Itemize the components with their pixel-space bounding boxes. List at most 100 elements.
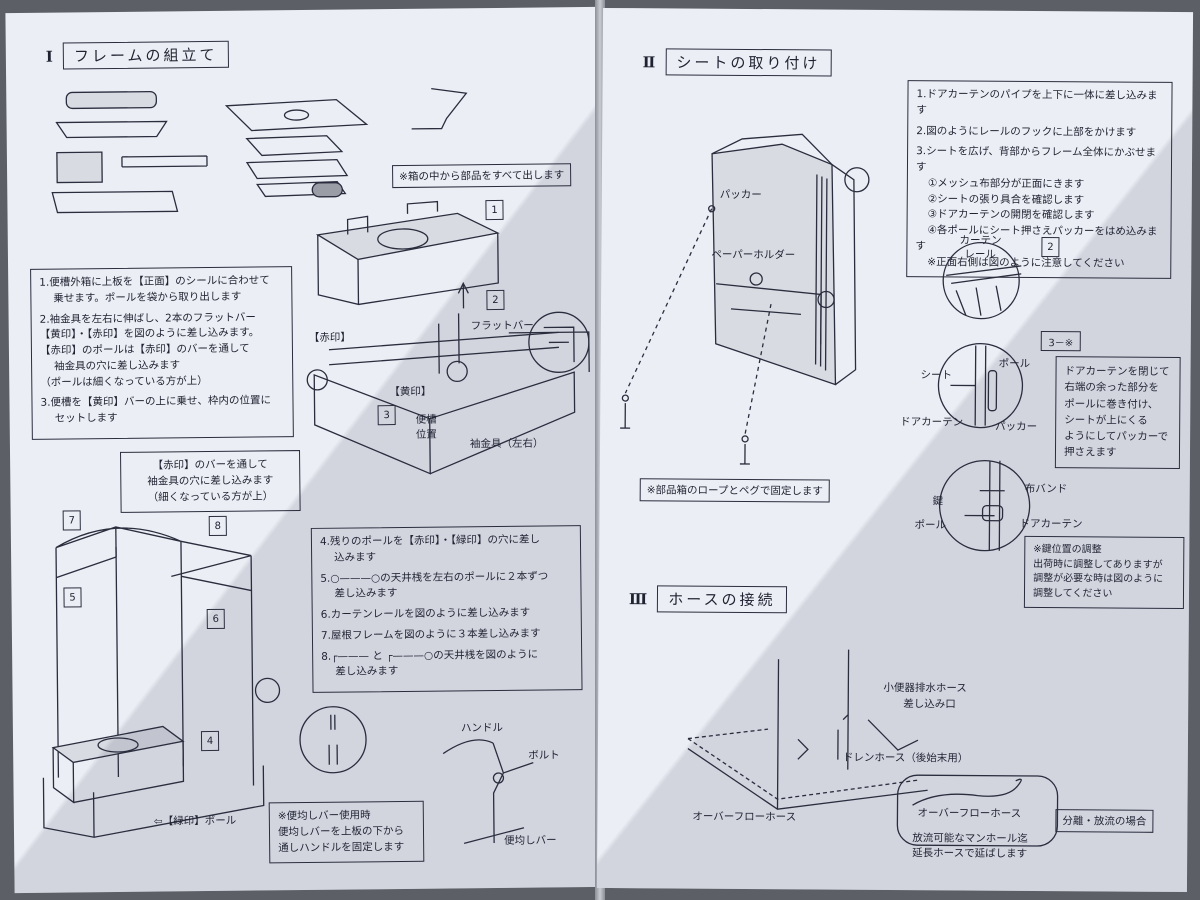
overflow-hose-label: オーバーフローホース	[692, 810, 797, 824]
sheet-line6: ③ドアカーテンの開閉を確認します	[927, 208, 1095, 222]
step5-line2: 差し込みます	[334, 587, 398, 600]
packer-detail	[937, 342, 1024, 429]
curtain-rail-label-2: レール	[964, 248, 996, 261]
step1-line1: 1.便槽外箱に上板を【正面】のシールに合わせて	[39, 274, 270, 289]
sheet-line2: 2.図のようにレールのフックに上部をかけます	[916, 124, 1137, 139]
detail-num-2: 2	[1041, 237, 1060, 258]
urinal-hose-label-1: 小便器排水ホース	[883, 681, 967, 695]
drain-hose-label: ドレンホース（後始末用）	[842, 751, 969, 765]
key-label: 鍵	[932, 495, 944, 508]
door-line2: 右端の余った部分を	[1064, 381, 1159, 395]
step5-line1: 5.○———○の天井桟を左右のポールに２本ずつ	[320, 569, 549, 585]
section-2-title: Ⅱ シートの取り付け	[642, 48, 832, 77]
key-detail	[938, 459, 1031, 552]
urinal-hose-label-2: 差し込み口	[903, 698, 956, 711]
sheet-line5: ②シートの張り具合を確認します	[927, 192, 1085, 206]
step-num-6: 6	[206, 608, 225, 630]
step7-line: 7.屋根フレームを図のように３本差し込みます	[320, 627, 541, 642]
door-curtain-instructions: ドアカーテンを閉じて 右端の余った部分を ポールに巻き付け、 シートが上にくる …	[1054, 356, 1181, 469]
step3-line2: セットします	[54, 411, 118, 425]
step8-line2: 差し込みます	[335, 665, 399, 678]
flush-bar-label: 便均しバー	[504, 834, 557, 847]
red-mark-note: 【赤印】のバーを通して 袖金具の穴に差し込みます （細くなっている方が上）	[120, 450, 301, 514]
toilet-frame-drawing	[42, 526, 281, 839]
red-note-line1: 【赤印】のバーを通して	[152, 458, 268, 472]
door-line3: ポールに巻き付け、	[1064, 397, 1159, 411]
flush-bar-note: ※便均しバー使用時 便均しバーを上板の下から 通しハンドルを固定します	[268, 800, 425, 864]
separate-discharge-label: 分離・放流の場合	[1055, 809, 1154, 833]
step-1-3-instructions: 1.便槽外箱に上板を【正面】のシールに合わせて 乗せます。ポールを袋から取り出し…	[30, 266, 294, 440]
frame-assembly-drawing	[306, 200, 590, 475]
step-num-7: 7	[62, 510, 81, 531]
door-line6: 押さえます	[1063, 446, 1117, 459]
step2-line1: 2.袖金具を左右に伸ばし、2本のフラットバー	[39, 311, 256, 326]
section-1-title: Ⅰ フレームの組立て	[45, 40, 229, 70]
flush-note-line1: ※便均しバー使用時	[277, 809, 371, 823]
section-2-heading: シートの取り付け	[665, 48, 832, 77]
yellow-mark-label: 【黄印】	[389, 385, 432, 399]
rope-note: ※部品箱のロープとペグで固定します	[639, 478, 830, 503]
sheet-line4: ①メッシュ布部分が正面にきます	[927, 176, 1085, 191]
red-note-line2: 袖金具の穴に差し込みます	[147, 474, 274, 488]
curtain-rail-label-1: カーテン	[959, 234, 1002, 247]
step4-line1: 4.残りのポールを【赤印】・【緑印】の穴に差し	[319, 533, 541, 548]
sheet-line3: 3.シートを広げ、背部からフレーム全体にかぶせます	[915, 145, 1157, 174]
parts-illustration	[51, 88, 468, 214]
door-line5: ようにしてパッカーで	[1064, 430, 1169, 443]
step2-line3: 【赤印】のポールは【赤印】のバーを通して	[39, 342, 250, 357]
sheet-line1: 1.ドアカーテンのパイプを上下に一体に差し込みます	[916, 88, 1158, 116]
door-line4: シートが上にくる	[1064, 413, 1148, 427]
cloth-band-label: 布バンド	[1024, 482, 1068, 496]
packer-label-2: パッカー	[995, 420, 1038, 433]
hose-drawing	[687, 649, 1059, 847]
step-num-5: 5	[63, 587, 82, 608]
section-1-heading: フレームの組立て	[62, 40, 229, 70]
step-4-8-instructions: 4.残りのポールを【赤印】・【緑印】の穴に差し 込みます 5.○———○の天井桟…	[310, 525, 583, 693]
flush-note-line3: 通しハンドルを固定します	[278, 840, 405, 854]
door-curtain-label-2: ドアカーテン	[1019, 517, 1083, 531]
section-1-numeral: Ⅰ	[45, 47, 53, 66]
step4-line2: 込みます	[334, 551, 377, 564]
step-num-8: 8	[208, 515, 227, 537]
parts-note: ※箱の中から部品をすべて出します	[392, 163, 572, 189]
door-line1: ドアカーテンを閉じて	[1064, 365, 1170, 378]
pole-label: ポール	[998, 357, 1031, 370]
discharge-note-line1: 放流可能なマンホール迄	[912, 832, 1028, 845]
step-num-4: 4	[200, 730, 220, 752]
pole-detail	[299, 706, 367, 774]
overflow-hose-label-2: オーバーフローホース	[917, 807, 1022, 820]
flush-note-line2: 便均しバーを上板の下から	[277, 824, 405, 839]
pole-label-2: ポール	[914, 519, 947, 532]
packer-label: パッカー	[719, 188, 762, 202]
step1-line2: 乗せます。ポールを袋から取り出します	[53, 290, 242, 305]
paper-holder-label: ペーパーホルダー	[711, 248, 796, 262]
step2-line2: 【黄印】・【赤印】を図のように差し込みます。	[39, 326, 260, 342]
handle-label: ハンドル	[460, 721, 503, 735]
step8-line1: 8.┌——— と ┌———○の天井桟を図のように	[321, 648, 539, 663]
section-2-numeral: Ⅱ	[642, 52, 656, 71]
key-note-line3: 調整が必要な時は図のように	[1033, 572, 1164, 585]
key-adjust-note: ※鍵位置の調整 出荷時に調整してありますが 調整が必要な時は図のように 調整して…	[1023, 535, 1185, 610]
step2-line4: 袖金具の穴に差し込みます	[54, 359, 181, 373]
handle-drawing	[442, 739, 534, 844]
step6-line: 6.カーテンレールを図のように差し込みます	[320, 606, 531, 621]
step2-line5: （ポールは細くなっている方が上）	[40, 374, 208, 389]
bolt-label: ボルト	[528, 749, 560, 762]
flat-bar-detail	[528, 311, 590, 373]
toilet-pos-label-1: 便槽	[415, 413, 437, 426]
detail-num-3: 3－※	[1040, 331, 1081, 352]
red-mark-label: 【赤印】	[308, 331, 351, 344]
curtain-rail-detail	[942, 241, 1022, 320]
flat-bar-label: フラットバー	[470, 319, 534, 333]
key-note-line1: ※鍵位置の調整	[1033, 543, 1102, 556]
section-3-heading: ホースの接続	[657, 585, 787, 614]
door-curtain-label: ドアカーテン	[900, 416, 964, 429]
step3-line1: 3.便槽を【黄印】バーの上に乗せ、枠内の位置に	[40, 394, 272, 410]
key-note-line4: 調整してください	[1032, 587, 1113, 600]
tent-drawing	[620, 133, 870, 465]
sleeve-label: 袖金具（左右）	[469, 437, 544, 451]
section-3-numeral: Ⅲ	[628, 589, 648, 608]
green-mark-pole-label: ⇦【緑印】ポール	[153, 814, 237, 828]
key-note-line2: 出荷時に調整してありますが	[1033, 558, 1163, 571]
left-page: Ⅰ フレームの組立て ※箱の中から部品をすべて出します 1 2 3	[5, 6, 605, 894]
